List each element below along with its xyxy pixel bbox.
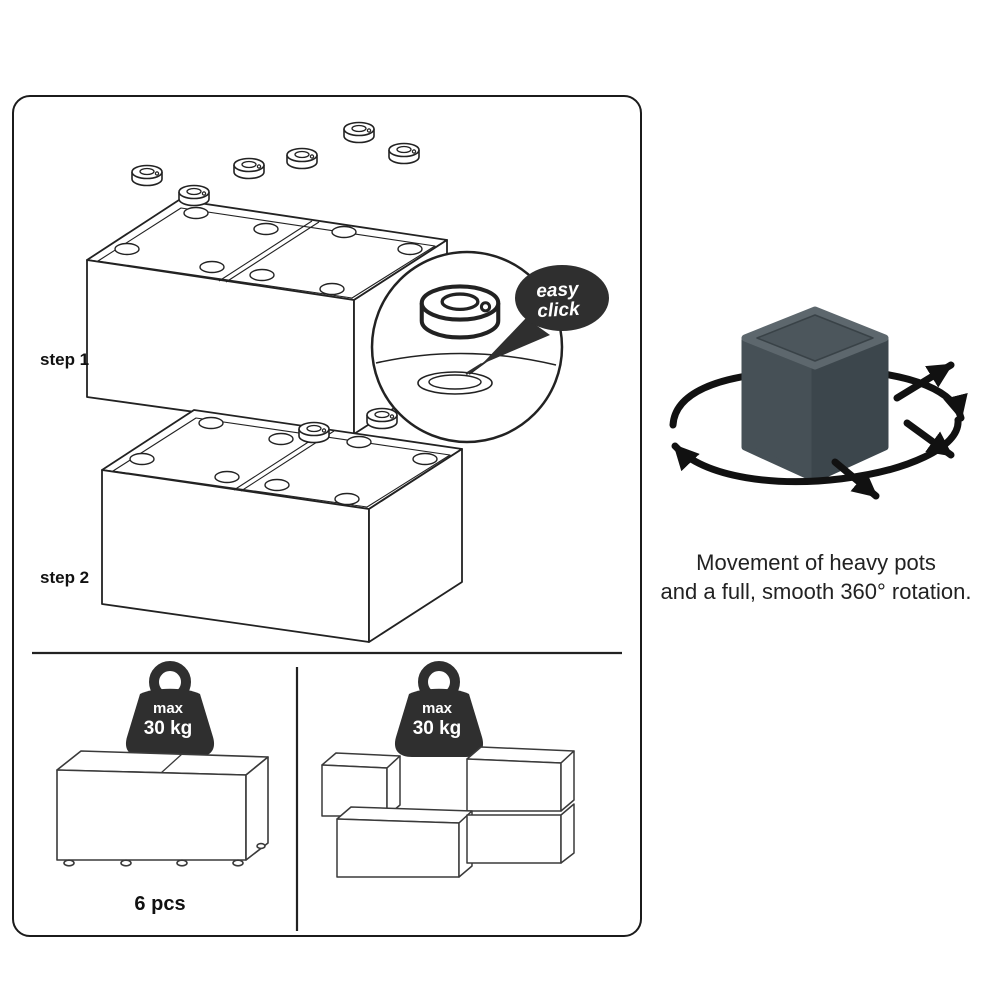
caption-line1: Movement of heavy pots [696, 550, 936, 575]
kg-label: 30 kg [412, 718, 462, 739]
step1-label: step 1 [40, 350, 90, 369]
max-weight-label-right: max 30 kg [387, 700, 487, 741]
max-weight-label-left: max 30 kg [118, 700, 218, 741]
single-planter-illustration [56, 750, 269, 867]
pieces-count-label: 6 pcs [134, 893, 186, 915]
rotation-caption: Movement of heavy pots and a full, smoot… [634, 548, 998, 606]
caster-wheel-zoomed-icon [422, 286, 499, 337]
cube-pot-icon [741, 306, 889, 483]
step2-planter-box [101, 407, 463, 643]
rotation-arrows-front-icon [671, 361, 962, 500]
easy-click-bubble-text: easy click [512, 266, 603, 337]
caster-wheel-icons [131, 121, 420, 207]
instructions-panel [12, 95, 642, 937]
max-label: max [421, 700, 453, 717]
caption-line2: and a full, smooth 360° rotation. [660, 579, 972, 605]
planter-group-illustration [321, 746, 575, 878]
easy-click-speech-bubble [465, 265, 609, 376]
easy-click-line2: click [536, 298, 581, 323]
kg-label: 30 kg [143, 718, 193, 739]
rotating-pot-illustration [669, 306, 968, 500]
max-label: max [152, 700, 184, 717]
instructions-line-art [32, 121, 622, 931]
step2-label: step 2 [40, 568, 90, 587]
magnifier-detail-circle [370, 250, 564, 444]
